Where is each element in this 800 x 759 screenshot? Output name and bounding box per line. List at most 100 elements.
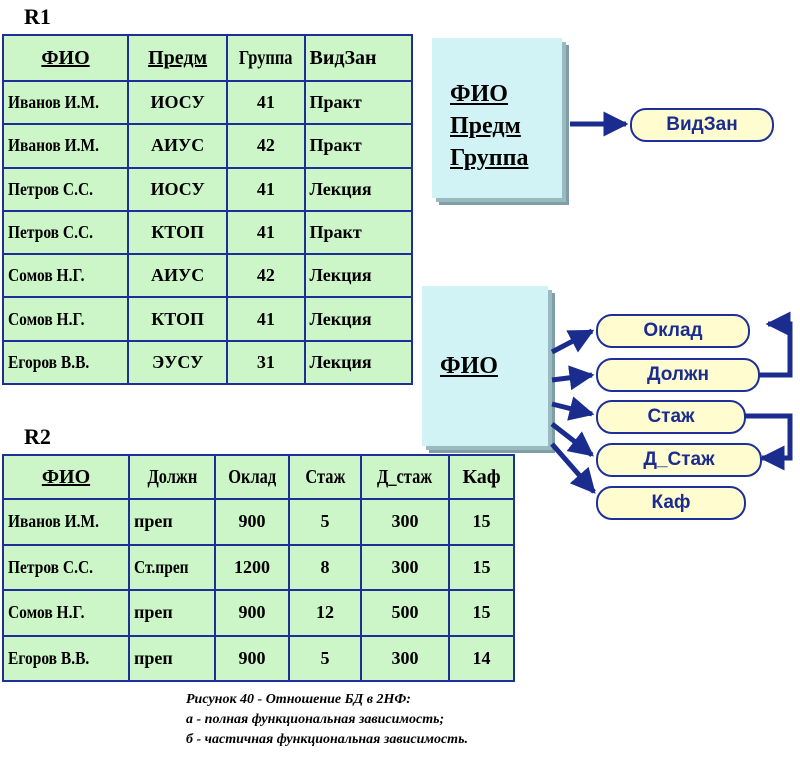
cell-d-stazh: 500 — [360, 589, 450, 637]
composite-key-box: ФИО Предм Группа — [432, 38, 562, 198]
cell-predm: КТОП — [127, 296, 229, 342]
cell-fio: Сомов Н.Г. — [1, 253, 130, 299]
arrow-dolzhn-to-oklad — [758, 311, 793, 378]
column-header-stazh: Стаж — [288, 454, 362, 500]
cell-oklad: 900 — [214, 634, 290, 682]
arrow-fio-to-oklad — [550, 328, 595, 355]
table-header-row: ФИО Предм Группа ВидЗан — [1, 34, 413, 82]
cell-fio: Петров С.С. — [1, 166, 130, 212]
cell-gruppa: 41 — [226, 79, 306, 126]
cell-predm: КТОП — [127, 209, 229, 256]
cell-stazh: 5 — [288, 634, 362, 682]
cell-dolzhn: преп — [128, 589, 216, 637]
cell-dolzhn: Ст.преп — [128, 543, 216, 591]
column-header-predm: Предм — [127, 34, 229, 82]
cell-gruppa: 41 — [226, 166, 306, 212]
dependent-attr-kaf: Каф — [596, 486, 746, 520]
cell-vidzan: Практ — [303, 123, 413, 169]
column-header-kaf: Каф — [448, 454, 515, 500]
dependent-attr-vidzan: ВидЗан — [630, 108, 774, 142]
cell-predm: ИОСУ — [127, 166, 229, 212]
arrow-stazh-to-d-stazh — [744, 413, 793, 471]
caption-line-3: б - частичная функциональная зависимость… — [186, 732, 468, 747]
cell-oklad: 1200 — [214, 543, 290, 591]
dependent-attr-stazh: Стаж — [596, 400, 746, 434]
arrow-fio-to-dolzhn — [551, 365, 595, 391]
cell-vidzan: Лекция — [303, 296, 413, 342]
cell-oklad: 900 — [214, 589, 290, 637]
cell-kaf: 15 — [448, 589, 515, 637]
column-header-oklad: Оклад — [214, 454, 290, 500]
cell-fio: Петров С.С. — [2, 543, 130, 591]
dependent-attr-dolzhn: Должн — [596, 358, 760, 392]
column-header-fio: ФИО — [1, 34, 130, 82]
cell-dolzhn: преп — [128, 634, 216, 682]
cell-vidzan: Лекция — [303, 253, 413, 299]
cell-fio: Сомов Н.Г. — [2, 589, 130, 637]
cell-vidzan: Лекция — [303, 166, 413, 212]
cell-d-stazh: 300 — [360, 498, 450, 546]
relation-r1-title: R1 — [24, 4, 51, 29]
cell-oklad: 900 — [214, 498, 290, 546]
figure-caption: Рисунок 40 - Отношение БД в 2НФ: а - пол… — [186, 690, 468, 750]
key-attr-gruppa: Группа — [450, 145, 529, 171]
cell-gruppa: 42 — [226, 123, 306, 169]
cell-kaf: 15 — [448, 498, 515, 546]
cell-kaf: 14 — [448, 634, 515, 682]
column-header-dolzhn: Должн — [128, 454, 216, 500]
relation-r2-table: ФИО Должн Оклад Стаж Д_стаж Каф Иванов И… — [2, 454, 515, 682]
dependent-attr-d-stazh: Д_Стаж — [596, 443, 762, 477]
cell-fio: Егоров В.В. — [1, 339, 130, 386]
cell-d-stazh: 300 — [360, 634, 450, 682]
cell-predm: ИОСУ — [127, 79, 229, 126]
table-header-row: ФИО Должн Оклад Стаж Д_стаж Каф — [2, 454, 515, 500]
arrow-fio-to-kaf — [550, 442, 596, 494]
cell-vidzan: Практ — [303, 209, 413, 256]
cell-predm: АИУС — [127, 123, 229, 169]
key-attr-fio: ФИО — [440, 353, 498, 379]
cell-predm: ЭУСУ — [127, 339, 229, 386]
column-header-d-stazh: Д_стаж — [360, 454, 450, 500]
relation-r2-title: R2 — [24, 424, 51, 449]
cell-vidzan: Лекция — [303, 339, 413, 386]
cell-gruppa: 41 — [226, 209, 306, 256]
caption-line-2: а - полная функциональная зависимость; — [186, 712, 445, 727]
cell-gruppa: 41 — [226, 296, 306, 342]
cell-fio: Сомов Н.Г. — [1, 296, 130, 342]
cell-stazh: 12 — [288, 589, 362, 637]
key-attr-predm: Предм — [450, 113, 521, 139]
column-header-fio: ФИО — [2, 454, 130, 500]
cell-kaf: 15 — [448, 543, 515, 591]
cell-dolzhn: преп — [128, 498, 216, 546]
cell-fio: Петров С.С. — [1, 209, 130, 256]
cell-fio: Егоров В.В. — [2, 634, 130, 682]
cell-fio: Иванов И.М. — [1, 123, 130, 169]
arrow-fio-to-d-stazh — [550, 422, 594, 457]
column-header-vidzan: ВидЗан — [303, 34, 413, 82]
cell-stazh: 8 — [288, 543, 362, 591]
key-attr-fio: ФИО — [450, 81, 508, 107]
cell-stazh: 5 — [288, 498, 362, 546]
cell-fio: Иванов И.М. — [1, 79, 130, 126]
cell-gruppa: 31 — [226, 339, 306, 386]
dependent-attr-oklad: Оклад — [596, 314, 750, 348]
cell-gruppa: 42 — [226, 253, 306, 299]
cell-vidzan: Практ — [303, 79, 413, 126]
key-box-fio: ФИО — [422, 286, 548, 446]
caption-line-1: Рисунок 40 - Отношение БД в 2НФ: — [186, 692, 411, 707]
cell-predm: АИУС — [127, 253, 229, 299]
column-header-gruppa: Группа — [226, 34, 306, 82]
